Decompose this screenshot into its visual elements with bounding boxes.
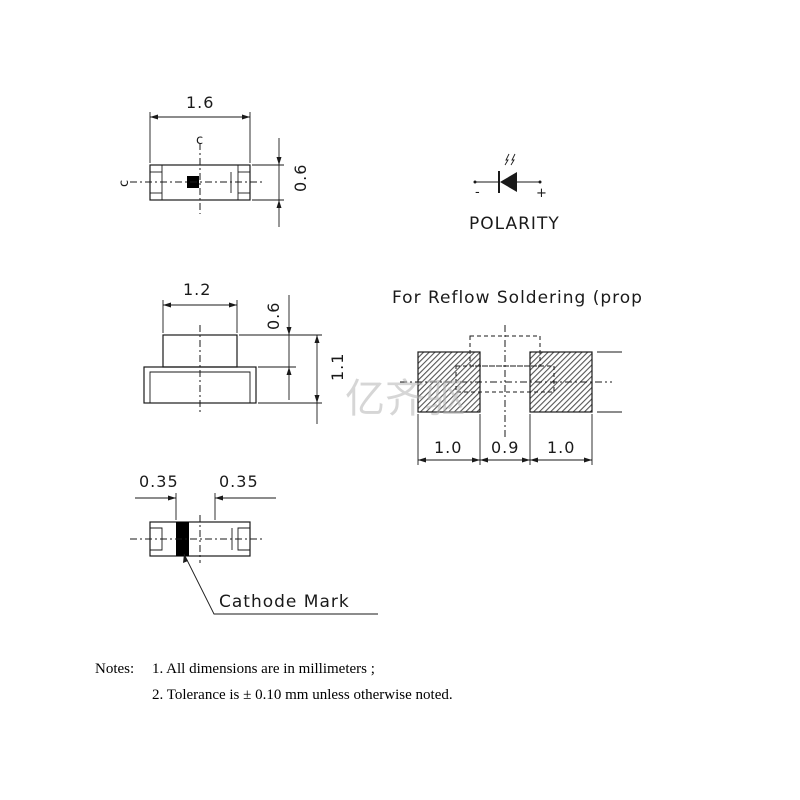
top-height-dim: 0.6	[291, 164, 310, 192]
side-view: 1.2 0.6 1.1	[143, 280, 347, 424]
note-1: 1. All dimensions are in millimeters ;	[152, 661, 375, 677]
polarity-symbol: - + POLARITY	[469, 153, 560, 234]
cathode-mark	[176, 522, 189, 556]
reflow-footprint: For Reflow Soldering (prop 1.0 0.9 1.0	[392, 288, 643, 465]
top-width-dim: 1.6	[186, 93, 214, 112]
side-width-dim: 1.2	[183, 280, 211, 299]
note-2: 2. Tolerance is ± 0.10 mm unless otherwi…	[152, 687, 453, 703]
polarity-minus: -	[475, 185, 480, 200]
side-total-dim: 1.1	[328, 353, 347, 381]
side-center-mark: c	[117, 180, 132, 187]
reflow-dim-center: 0.9	[491, 438, 519, 457]
polarity-label: POLARITY	[469, 214, 560, 234]
notes-heading: Notes:	[95, 661, 134, 677]
polarity-plus: +	[536, 186, 547, 201]
side-upper-dim: 0.6	[264, 302, 283, 330]
bottom-left-dim: 0.35	[139, 472, 179, 491]
reflow-title: For Reflow Soldering (prop	[392, 288, 643, 308]
notes: Notes: 1. All dimensions are in millimet…	[95, 661, 453, 703]
diode-icon	[500, 172, 517, 192]
bottom-right-dim: 0.35	[219, 472, 259, 491]
bottom-view: 0.35 0.35 Cathode Mark	[130, 472, 378, 615]
top-view: c c 1.6 0.6	[117, 93, 310, 227]
center-mark: c	[196, 133, 203, 148]
reflow-dim-left: 1.0	[434, 438, 462, 457]
cathode-label: Cathode Mark	[219, 592, 350, 612]
watermark: 亿齐驱	[345, 376, 465, 422]
reflow-dim-right: 1.0	[547, 438, 575, 457]
